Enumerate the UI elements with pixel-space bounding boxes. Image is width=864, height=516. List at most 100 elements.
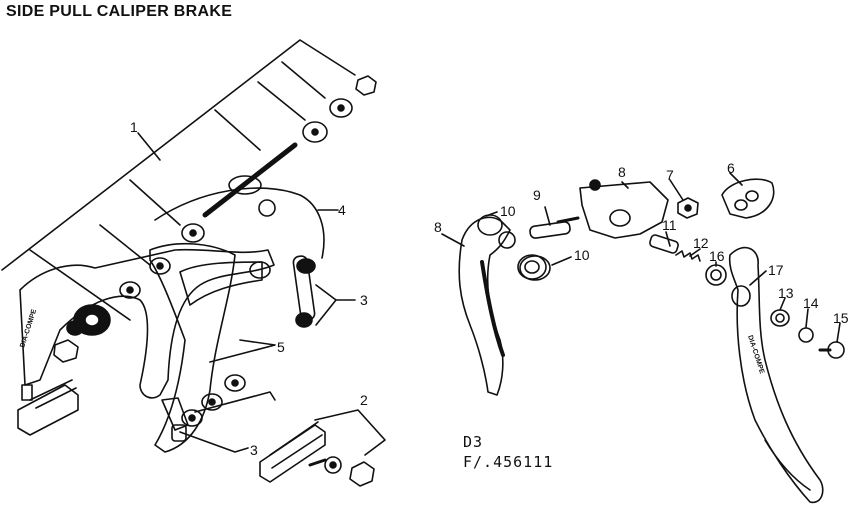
shoe-detail	[269, 421, 323, 469]
callout-leader	[137, 132, 161, 161]
front-nut	[53, 339, 79, 363]
callout-4: 4	[338, 202, 346, 218]
explode-guide-line	[214, 109, 261, 151]
clamp-hole	[745, 190, 759, 202]
callout-7: 7	[666, 167, 674, 183]
callout-17: 17	[768, 262, 784, 278]
arm-ridge	[179, 261, 263, 306]
cable-anchor	[249, 261, 271, 279]
rear-caliper-arm	[149, 242, 236, 453]
callout-1: 1	[130, 119, 138, 135]
washer-ring	[181, 409, 203, 427]
washer-hole	[156, 262, 164, 270]
lower-bolt-head	[171, 424, 187, 442]
clamp-hole	[734, 199, 748, 211]
shoe-stud	[308, 458, 327, 467]
washer-hole	[188, 414, 196, 422]
callout-16: 16	[709, 248, 725, 264]
shoe-detail	[29, 379, 77, 409]
washer-hole	[208, 398, 216, 406]
callout-leader	[179, 431, 249, 453]
callout-6: 6	[727, 160, 735, 176]
washer-hole	[189, 229, 197, 237]
callout-5: 5	[277, 339, 285, 355]
callout-leader	[551, 256, 572, 266]
adjuster-nut	[295, 312, 313, 328]
adjuster-nut	[296, 258, 316, 274]
callout-11: 11	[662, 217, 677, 233]
caliper-assembly	[1, 39, 386, 487]
lever-body	[579, 181, 669, 239]
callout-leader	[779, 297, 786, 311]
spring-washer	[258, 199, 276, 217]
brake-lever-blade	[728, 246, 824, 504]
figure-number: F/.456111	[463, 453, 554, 471]
return-spring	[154, 187, 325, 259]
callout-leader	[621, 181, 629, 189]
body-hole	[609, 209, 631, 227]
clamp-nut	[677, 197, 699, 219]
top-nut	[355, 75, 377, 96]
callout-13: 13	[778, 285, 794, 301]
callout-leader	[689, 248, 701, 257]
shoe-washer	[324, 456, 342, 474]
washer-ring	[149, 257, 171, 275]
explode-guide-line	[99, 224, 151, 266]
explode-guide-line	[129, 179, 181, 226]
washer-ring	[181, 223, 205, 243]
callout-14: 14	[803, 295, 819, 311]
explode-guide-line	[29, 249, 131, 321]
callout-leader	[194, 391, 276, 413]
shoe-nut	[349, 461, 375, 487]
lever-assembly	[441, 172, 845, 504]
pin-thread	[556, 216, 580, 224]
adjuster-spring	[675, 250, 701, 262]
lever-pivot-hole	[731, 285, 751, 307]
mount-washer	[705, 264, 727, 286]
callout-leader	[485, 211, 498, 217]
callout-10: 10	[500, 203, 516, 219]
lever-blade	[458, 216, 511, 396]
right-brake-shoe	[259, 424, 326, 483]
center-bolt	[202, 142, 298, 218]
callout-2: 2	[360, 392, 368, 408]
pivot-washer	[228, 175, 262, 195]
callout-leader	[441, 233, 465, 247]
handlebar-clamp	[721, 178, 775, 219]
callout-8: 8	[618, 164, 626, 180]
washer-hole	[329, 461, 337, 469]
lever-blade-shade	[764, 439, 811, 491]
callout-3: 3	[250, 442, 258, 458]
callout-9: 9	[533, 187, 541, 203]
callout-12: 12	[693, 235, 709, 251]
callout-10: 10	[574, 247, 590, 263]
front-caliper-arm	[19, 248, 275, 399]
washer-hole	[126, 286, 134, 294]
callout-leader	[665, 231, 671, 247]
washer-hole	[337, 104, 345, 112]
callout-leader	[805, 308, 809, 328]
callout-3: 3	[360, 292, 368, 308]
lever-washer	[770, 309, 790, 327]
callout-leader	[669, 179, 684, 201]
washer-ring	[329, 98, 353, 118]
washer-ring	[201, 393, 223, 411]
callout-leader	[749, 270, 767, 286]
lever-bushing	[498, 231, 516, 249]
callout-8: 8	[434, 219, 442, 235]
callout-leader	[836, 322, 841, 343]
bushing-hole	[524, 260, 540, 274]
explode-guide-line	[1, 39, 356, 271]
washer-ring	[302, 121, 328, 143]
left-brake-shoe	[17, 384, 79, 436]
callout-leader	[544, 206, 551, 226]
cable-bushing	[519, 255, 551, 281]
diagram-title: SIDE PULL CALIPER BRAKE	[6, 3, 233, 20]
nut-hole	[684, 204, 692, 212]
lever-blade-edge	[480, 260, 505, 357]
diagram-code: D3	[463, 433, 484, 451]
washer-ring	[119, 281, 141, 299]
washer-hole	[311, 128, 319, 136]
